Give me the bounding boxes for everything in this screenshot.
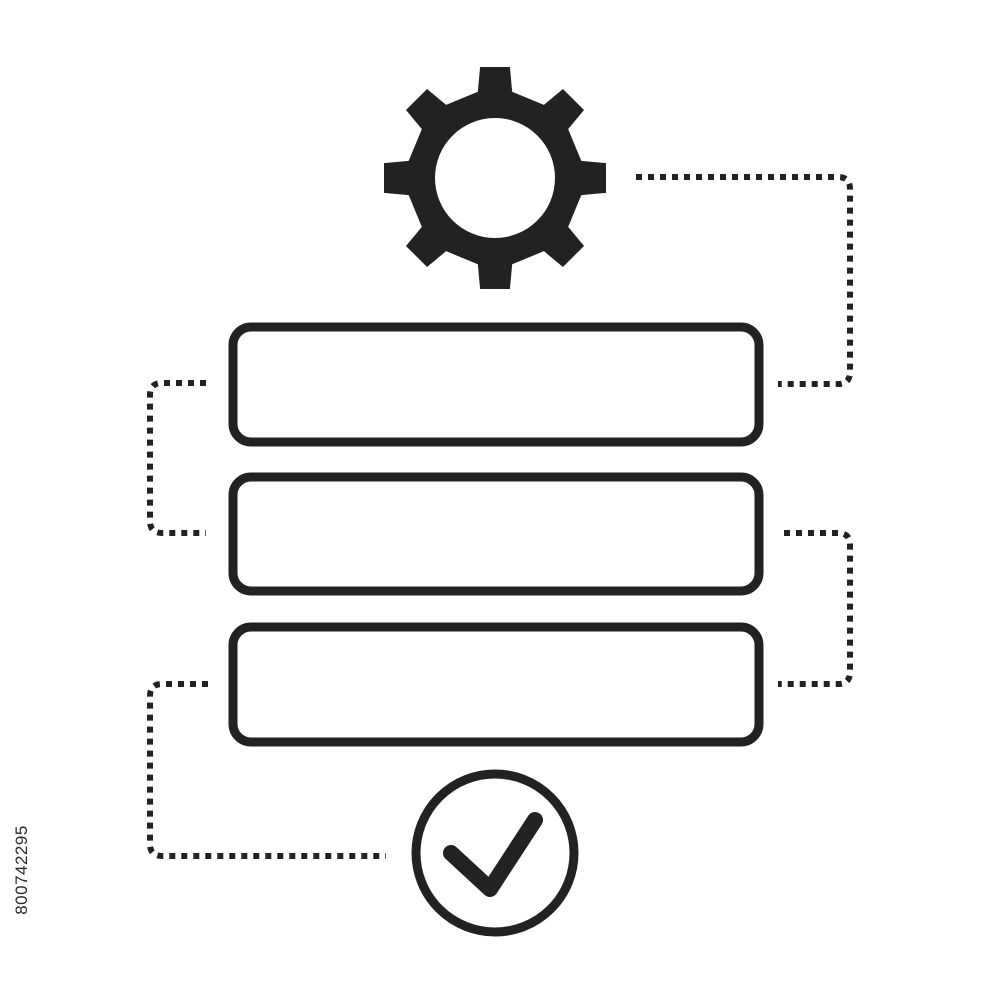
stock-id-watermark: 800742295 (8, 760, 36, 980)
step-box-1 (228, 322, 764, 447)
connector-step-1-to-step-2 (147, 380, 206, 536)
connector-gear-to-step-1 (636, 174, 853, 387)
step-box-3 (228, 622, 764, 747)
step-boxes (228, 322, 764, 747)
check-circle-icon (411, 769, 579, 937)
checkmark-icon (443, 812, 543, 897)
connector-step-2-to-step-3 (778, 530, 853, 687)
connector-step-3-to-check (147, 681, 386, 859)
step-box-2 (228, 472, 764, 596)
gear-icon (384, 67, 606, 289)
stock-id-text: 800742295 (12, 825, 31, 915)
